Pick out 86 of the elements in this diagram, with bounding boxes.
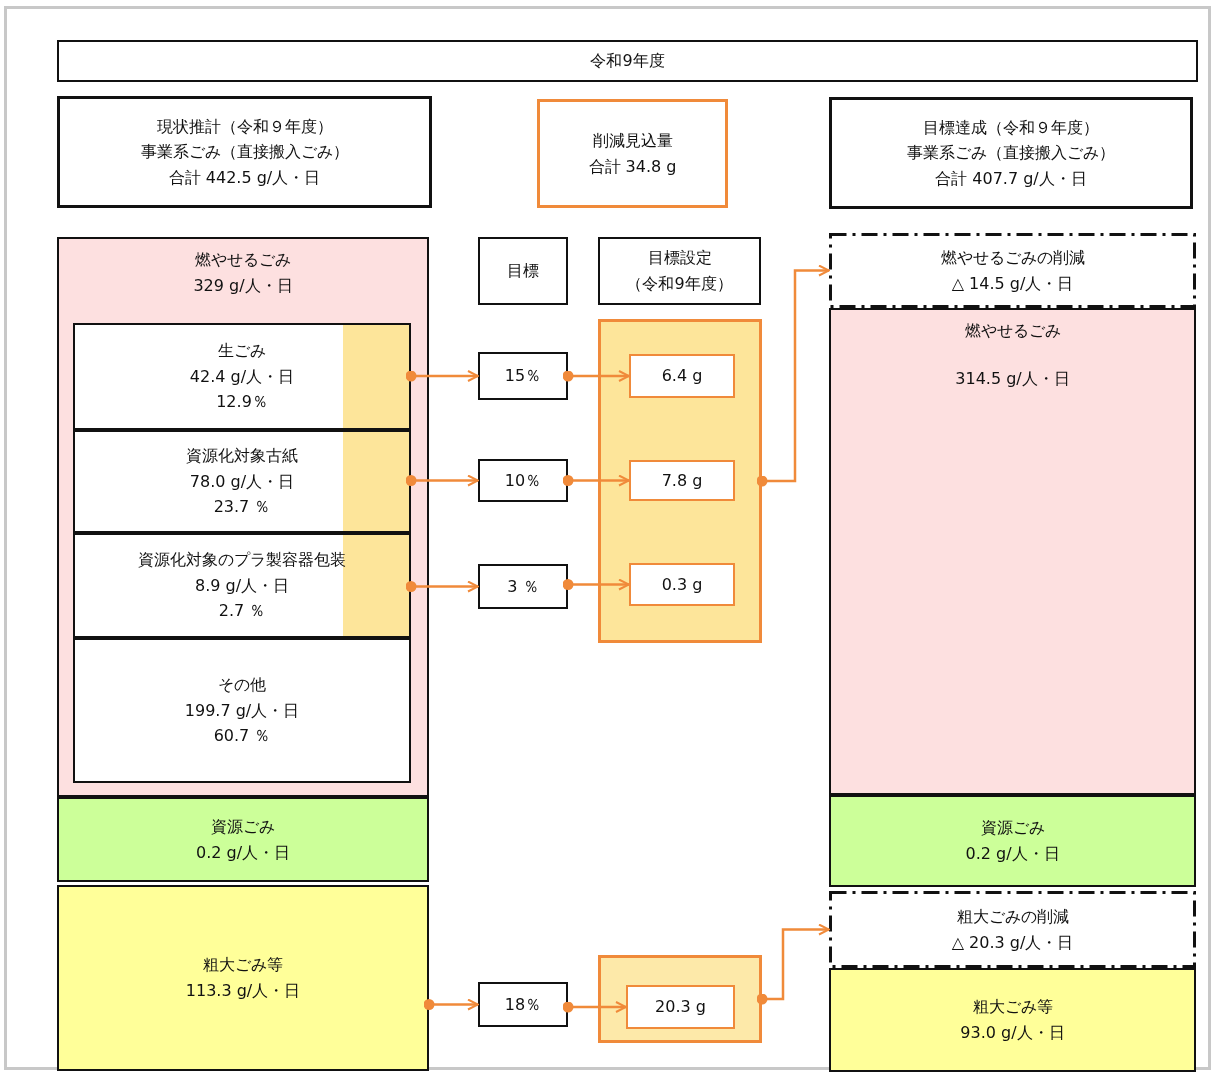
box-heading: その他 — [218, 674, 266, 697]
box-heading: 目標達成（令和９年度） — [923, 116, 1099, 139]
value-text: 199.7 g/人・日 — [184, 699, 300, 722]
value-text: 20.3 g — [655, 996, 706, 1019]
arrow — [405, 474, 479, 487]
category-box — [73, 323, 411, 430]
value-text: 12.9％ — [216, 391, 268, 414]
label-box — [478, 459, 568, 502]
category-box — [57, 797, 429, 882]
label-box — [598, 237, 761, 305]
amount-box — [629, 460, 735, 501]
box-heading: 資源ごみ — [211, 815, 275, 838]
value-text: 10％ — [504, 469, 542, 492]
arrow — [562, 474, 630, 487]
box-heading: 資源化対象古紙 — [186, 445, 298, 468]
label-box — [478, 564, 568, 609]
value-text: 0.2 g/人・日 — [195, 841, 291, 864]
value-text: 3 ％ — [507, 575, 539, 598]
box-heading: 資源ごみ — [980, 817, 1045, 840]
box-heading: 生ごみ — [218, 340, 266, 363]
value-text: 合計 34.8 g — [588, 155, 677, 178]
value-text: 令和9年度 — [590, 50, 665, 73]
label-box — [478, 352, 568, 400]
box-heading: 削減見込量 — [592, 129, 673, 152]
value-text: 314.5 g/人・日 — [955, 367, 1070, 390]
arrow — [562, 370, 630, 382]
label-box — [478, 982, 568, 1027]
value-text: 2.7 ％ — [218, 600, 266, 623]
value-text: 0.2 g/人・日 — [965, 843, 1060, 865]
amount-box — [629, 354, 735, 398]
box-heading: 燃やせるごみ — [964, 320, 1061, 342]
value-text: 60.7 ％ — [213, 725, 271, 748]
category-box — [73, 533, 411, 638]
value-text: （令和9年度） — [626, 273, 733, 295]
value-text: 93.0 g/人・日 — [960, 1022, 1065, 1044]
box-heading: 粗大ごみの削減 — [956, 905, 1069, 928]
value-text: 6.4 g — [661, 365, 703, 388]
box-heading: 目標設定 — [647, 247, 712, 270]
target-panel — [598, 955, 762, 1043]
arrow — [423, 998, 479, 1011]
category-box — [829, 795, 1196, 887]
box-heading: 資源化対象のプラ製容器包装 — [138, 549, 346, 572]
box-heading: 粗大ごみ等 — [972, 996, 1053, 1019]
value-text: 事業系ごみ（直接搬入ごみ） — [907, 142, 1115, 165]
reduction-box — [829, 891, 1196, 968]
summary-box — [537, 99, 728, 208]
value-text: 0.3 g — [661, 573, 703, 596]
value-text: 7.8 g — [661, 469, 703, 492]
value-text: 合計 442.5 g/人・日 — [168, 166, 321, 189]
arrow — [562, 1001, 627, 1013]
summary-box — [829, 97, 1193, 209]
value-text: 18％ — [504, 993, 542, 1016]
value-text: 8.9 g/人・日 — [194, 574, 290, 597]
category-box — [829, 968, 1196, 1072]
value-text: 合計 407.7 g/人・日 — [935, 167, 1087, 190]
arrow — [562, 578, 630, 591]
arrow — [405, 580, 479, 593]
category-box — [73, 638, 411, 783]
arrow — [756, 264, 830, 487]
value-text: 329 g/人・日 — [193, 274, 293, 297]
reduction-box — [829, 233, 1196, 308]
amount-box — [626, 985, 735, 1029]
value-text: 78.0 g/人・日 — [189, 470, 295, 493]
box-heading: 燃やせるごみ — [195, 249, 291, 271]
value-text: 23.7 ％ — [213, 496, 271, 519]
value-text: 42.4 g/人・日 — [189, 365, 295, 388]
arrow — [405, 370, 479, 382]
box-heading: 粗大ごみ等 — [203, 954, 283, 977]
category-box — [829, 308, 1196, 795]
value-text: 113.3 g/人・日 — [185, 980, 301, 1002]
value-text: △ 14.5 g/人・日 — [951, 272, 1074, 295]
value-text: 目標 — [507, 260, 539, 283]
value-text: 事業系ごみ（直接搬入ごみ） — [140, 141, 349, 164]
amount-box — [629, 563, 735, 606]
box-heading: 燃やせるごみの削減 — [940, 246, 1085, 269]
category-box — [57, 885, 429, 1071]
box-heading: 現状推計（令和９年度） — [156, 115, 333, 138]
value-text: △ 20.3 g/人・日 — [951, 931, 1074, 954]
value-text: 15％ — [504, 365, 542, 388]
label-box — [57, 40, 1198, 82]
summary-box — [57, 96, 432, 208]
category-box — [73, 430, 411, 533]
arrow — [756, 923, 830, 1005]
category-box — [57, 237, 429, 797]
target-panel — [598, 319, 762, 643]
label-box — [478, 237, 568, 305]
